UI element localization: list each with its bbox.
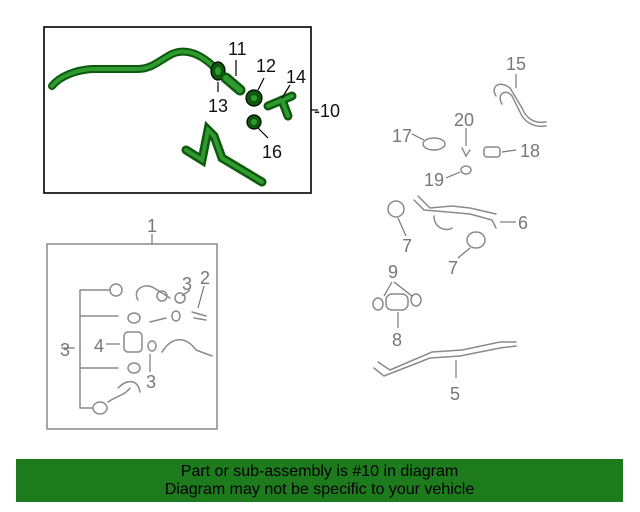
clamp-9b-part (410, 293, 422, 307)
coolant-pipe-part[interactable] (181, 120, 267, 187)
hose-assembly-part[interactable] (48, 47, 217, 90)
callout-11: 11 (228, 39, 247, 59)
water-pipe-6-part (413, 195, 497, 229)
callout-labels: 11 12 13 14 16 -10 15 17 20 18 19 6 7 7 … (60, 39, 540, 404)
callout-20: 20 (454, 110, 474, 130)
callout-9: 9 (388, 262, 398, 282)
callout-7a: 7 (402, 236, 412, 256)
callout-15: 15 (506, 54, 526, 74)
callout-18: 18 (520, 141, 540, 161)
assembly-1-leaders (106, 285, 205, 372)
callout-7b: 7 (448, 258, 458, 278)
pipe-5-part (373, 341, 517, 377)
callout-3b: 3 (60, 340, 70, 360)
callout-4: 4 (94, 336, 104, 356)
oring-19-part (460, 165, 472, 175)
callout-19: 19 (424, 170, 444, 190)
assembly-1-parts (61, 283, 213, 415)
callout-13: 13 (208, 96, 228, 116)
callout-2: 2 (200, 268, 210, 288)
sensor-17-part (422, 137, 446, 151)
hose-15-part (493, 83, 547, 124)
callout-8: 8 (392, 330, 402, 350)
callout-3c: 3 (146, 372, 156, 392)
oring-7a-part (387, 200, 405, 218)
callout-6: 6 (518, 213, 528, 233)
info-banner: Part or sub-assembly is #10 in diagram D… (16, 459, 623, 502)
callout-5: 5 (450, 384, 460, 404)
sensor-18-part (483, 146, 501, 158)
oring-7b-part (466, 231, 486, 249)
banner-line-2: Diagram may not be specific to your vehi… (164, 480, 475, 498)
clamp-12-part[interactable] (245, 89, 263, 107)
callout-1: 1 (147, 216, 157, 236)
callout-12: 12 (256, 56, 276, 76)
callout-3a: 3 (182, 274, 192, 294)
tee-pipe-14-part[interactable] (263, 91, 297, 121)
callout-16: 16 (262, 142, 282, 162)
reference-parts (372, 83, 547, 377)
hose-8-part (385, 293, 409, 311)
assembly-1-frame (46, 243, 218, 430)
callout-14: 14 (286, 67, 306, 87)
callout-10: -10 (314, 101, 340, 121)
subassembly-leaders (217, 60, 318, 139)
clamp-16-part[interactable] (246, 114, 262, 130)
clamp-13-part[interactable] (210, 61, 226, 81)
clamp-9a-part (372, 297, 384, 311)
clip-20-part (461, 147, 471, 158)
banner-line-1: Part or sub-assembly is #10 in diagram (180, 462, 459, 480)
callout-17: 17 (392, 126, 412, 146)
reference-leaders (383, 74, 517, 378)
hose-11-part[interactable] (220, 72, 246, 96)
